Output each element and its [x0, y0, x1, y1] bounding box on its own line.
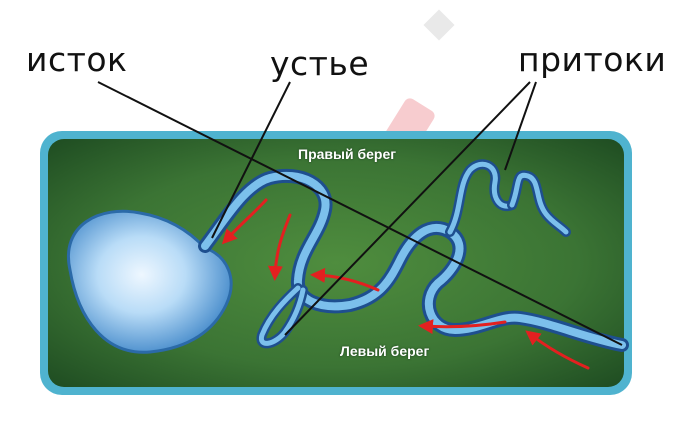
- red-flow-arrow-icon: [267, 213, 292, 281]
- pointer-lines: [97, 81, 623, 346]
- label-tributaries: притоки: [518, 40, 667, 79]
- label-right-bank: Правый берег: [298, 146, 397, 162]
- red-flow-arrow-icon: [221, 198, 268, 245]
- label-mouth: устье: [270, 44, 370, 83]
- pointer-mouth: [211, 81, 291, 239]
- lake: [67, 209, 233, 354]
- pointer-tributary-right: [504, 81, 537, 171]
- tributary-left: [258, 285, 306, 346]
- river: [198, 159, 629, 352]
- red-flow-arrow-icon: [525, 330, 590, 370]
- pointer-tributary-left: [284, 81, 531, 336]
- flow-arrows: [221, 198, 590, 370]
- label-source: исток: [26, 40, 128, 79]
- tributary-right-2: [509, 172, 569, 235]
- label-left-bank: Левый берег: [340, 343, 430, 359]
- red-flow-arrow-icon: [418, 319, 507, 335]
- red-flow-arrow-icon: [310, 267, 380, 292]
- tributary-right-1: [447, 161, 515, 235]
- pointer-source: [97, 81, 623, 346]
